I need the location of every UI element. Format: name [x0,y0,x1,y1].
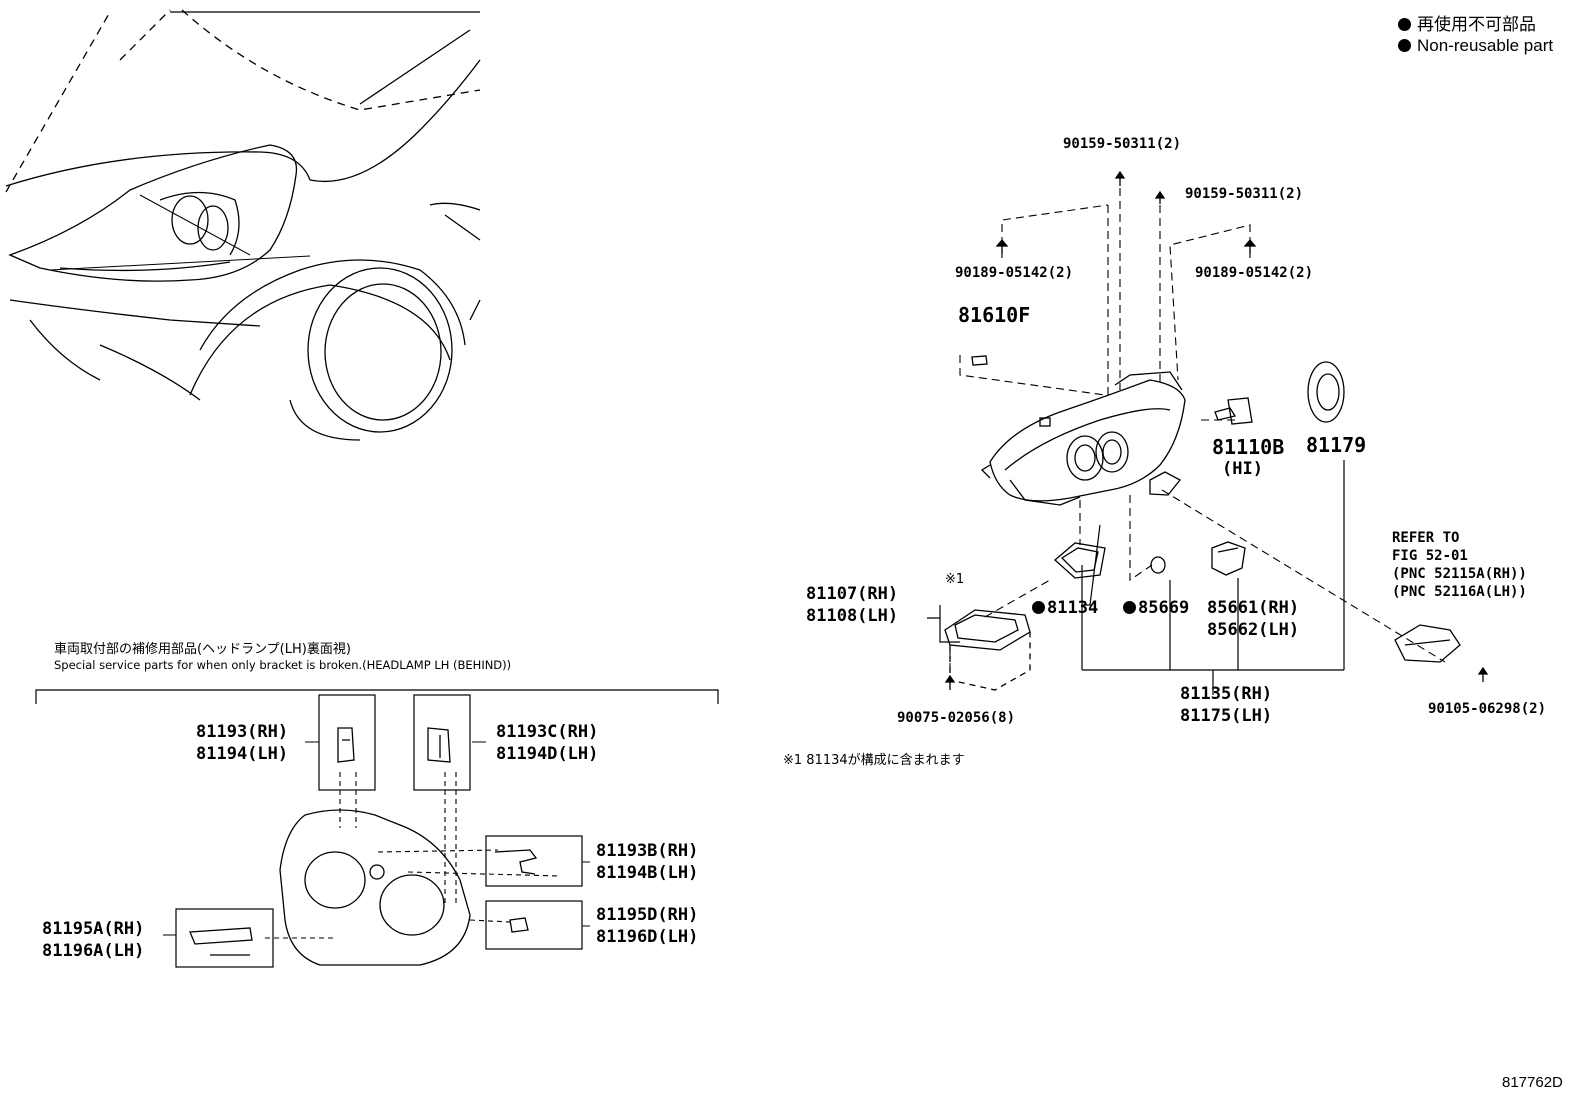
refer-line-2[interactable]: FIG 52-01 [1392,548,1468,564]
callout-bolt-top[interactable]: 90159-50311(2) [1063,136,1182,152]
refer-line-4: (PNC 52116A(LH)) [1392,584,1527,600]
callout-81110B[interactable]: 81110B [1212,435,1285,459]
callout-81194D-lh[interactable]: 81194D(LH) [496,744,599,764]
legend-en: Non-reusable part [1398,36,1553,56]
legend-jp-text: 再使用不可部品 [1417,15,1536,34]
callout-85669-text: 85669 [1138,598,1190,618]
callout-85669[interactable]: 85669 [1123,597,1189,619]
callout-81110B-hi: (HI) [1222,459,1263,479]
refer-line-3: (PNC 52115A(RH)) [1392,566,1527,582]
legend-en-text: Non-reusable part [1417,36,1554,55]
callout-81134-text: 81134 [1047,598,1099,618]
figure-id: 817762D [1502,1074,1563,1091]
callout-clip-right[interactable]: 90189-05142(2) [1195,265,1314,281]
callout-screw[interactable]: 90075-02056(8) [897,710,1016,726]
legend-jp: 再使用不可部品 [1398,10,1536,35]
service-title-jp: 車両取付部の補修用部品(ヘッドランプ(LH)裏面視) [54,642,351,657]
non-reusable-dot-icon [1032,601,1045,614]
callout-81134[interactable]: 81134 [1032,597,1098,619]
callout-81108-lh[interactable]: 81108(LH) [806,606,899,626]
callout-81194B-lh[interactable]: 81194B(LH) [596,863,699,883]
callout-81175-lh[interactable]: 81175(LH) [1180,706,1273,726]
service-title-en: Special service parts for when only brac… [54,658,512,672]
callout-81135-rh[interactable]: 81135(RH) [1180,684,1273,704]
callout-85661-rh[interactable]: 85661(RH) [1207,598,1300,618]
service-parts-illustration [35,689,719,968]
footnote: ※1 81134が構成に含まれます [783,753,965,768]
non-reusable-dot-icon [1398,39,1411,52]
callout-81193B-rh[interactable]: 81193B(RH) [596,841,699,861]
callout-81195A-rh[interactable]: 81195A(RH) [42,919,145,939]
callout-81196A-lh[interactable]: 81196A(LH) [42,941,145,961]
callout-81193C-rh[interactable]: 81193C(RH) [496,722,599,742]
non-reusable-dot-icon [1398,18,1411,31]
callout-81179[interactable]: 81179 [1306,433,1367,457]
callout-81107-rh[interactable]: 81107(RH) [806,584,899,604]
callout-bracket-bolt[interactable]: 90105-06298(2) [1428,701,1547,717]
note-mark: ※1 [945,572,965,587]
non-reusable-dot-icon [1123,601,1136,614]
callout-81194-lh[interactable]: 81194(LH) [196,744,289,764]
callout-81610F[interactable]: 81610F [958,303,1031,327]
callout-clip-left[interactable]: 90189-05142(2) [955,265,1074,281]
callout-81196D-lh[interactable]: 81196D(LH) [596,927,699,947]
headlamp-assembly-illustration [927,170,1489,695]
callout-81193-rh[interactable]: 81193(RH) [196,722,289,742]
car-front-illustration [5,9,481,441]
callout-bolt-right[interactable]: 90159-50311(2) [1185,186,1304,202]
callout-85662-lh[interactable]: 85662(LH) [1207,620,1300,640]
refer-line-1: REFER TO [1392,530,1460,546]
callout-81195D-rh[interactable]: 81195D(RH) [596,905,699,925]
